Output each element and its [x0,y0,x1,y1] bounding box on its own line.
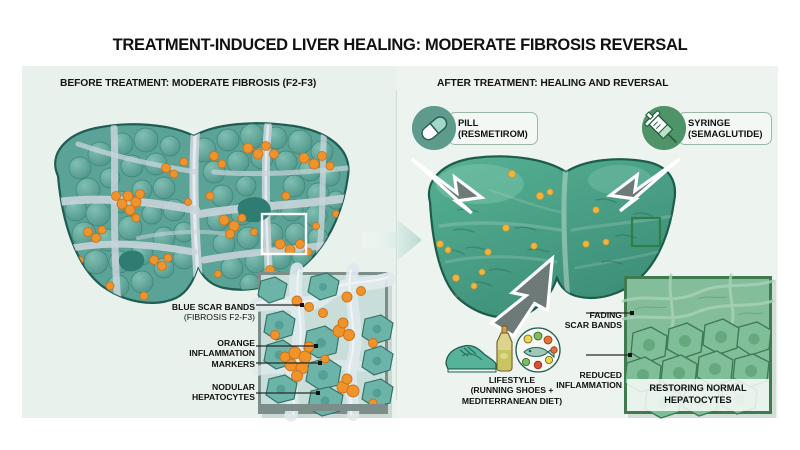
leader-line-reduced-inflammation [586,348,644,362]
annotation-nodular-line1: NODULAR [212,382,255,392]
transition-arrow-icon [362,218,424,262]
inset-after-histology: RESTORING NORMAL HEPATOCYTES [621,273,775,419]
callout-syringe-line2: (SEMAGLUTIDE) [688,127,763,139]
treatment-arrow-pill-icon [410,150,490,230]
annotation-reduced-line2: INFLAMMATION [556,380,622,391]
annotation-blue-scar-bands: BLUE SCAR BANDS (FIBROSIS F2-F3) [150,302,255,323]
inset-before-histology [250,262,396,422]
liver-illustration-diseased [18,110,368,310]
panel-header-after: AFTER TREATMENT: HEALING AND REVERSAL [437,78,669,89]
callout-syringe-line1: SYRINGE [688,116,731,128]
page-title: TREATMENT-INDUCED LIVER HEALING: MODERAT… [112,36,688,54]
callout-syringe[interactable]: SYRINGE (SEMAGLUTIDE) [642,106,773,150]
inset-after-caption-line2: HEPATOCYTES [664,394,732,405]
annotation-fading-line2: SCAR BANDS [564,320,622,331]
olive-oil-bottle-icon [496,325,513,372]
leader-line-scar [256,296,312,312]
running-shoe-icon [445,344,497,373]
inset-before-bottom-strip [261,404,385,411]
mediterranean-plate-icon [515,327,561,373]
syringe-icon [642,106,686,150]
annotation-nodular-line2: HEPATOCYTES [191,392,255,403]
inset-after-caption-line1: RESTORING NORMAL [649,383,747,393]
callout-pill[interactable]: PILL (RESMETIROM) [412,106,538,150]
leader-line-nodular [256,385,332,401]
inset-after-caption: RESTORING NORMAL HEPATOCYTES [627,379,769,411]
leader-line-fading-scar [586,306,644,320]
annotation-inflam-line3: MARKERS [211,358,255,369]
annotation-scar-line1: BLUE SCAR BANDS [171,302,255,312]
panel-header-before: BEFORE TREATMENT: MODERATE FIBROSIS (F2-… [60,78,317,89]
annotation-inflam-line2: INFLAMMATION [189,348,255,359]
lifestyle-line2: (RUNNING SHOES + [470,385,554,396]
lifestyle-icon-group [444,324,562,374]
callout-syringe-bubble: SYRINGE (SEMAGLUTIDE) [678,111,773,145]
treatment-arrow-syringe-icon [602,150,682,220]
annotation-nodular-hepatocytes: NODULAR HEPATOCYTES [150,382,255,403]
lifestyle-line3: MEDITERRANEAN DIET) [461,395,563,406]
pill-capsule-icon [412,106,456,150]
annotation-reduced-line1: REDUCED [579,370,623,380]
leader-line-inflammation-b [256,355,332,371]
leader-line-inflammation-a [256,338,326,354]
annotation-inflam-line1: ORANGE [217,338,255,348]
lifestyle-caption: LIFESTYLE (RUNNING SHOES + MEDITERRANEAN… [432,375,592,406]
callout-pill-line2: (RESMETIROM) [458,127,528,139]
annotation-fading-line1: FADING [589,310,622,320]
lifestyle-line1: LIFESTYLE [488,375,536,385]
callout-pill-bubble: PILL (RESMETIROM) [448,111,538,145]
annotation-fading-scar-bands: FADING SCAR BANDS [556,310,622,331]
annotation-orange-inflammation: ORANGE INFLAMMATION MARKERS [150,338,255,369]
annotation-reduced-inflammation: REDUCED INFLAMMATION [536,370,622,391]
callout-pill-line1: PILL [458,116,479,128]
annotation-scar-line2: (FIBROSIS F2-F3) [183,312,255,323]
